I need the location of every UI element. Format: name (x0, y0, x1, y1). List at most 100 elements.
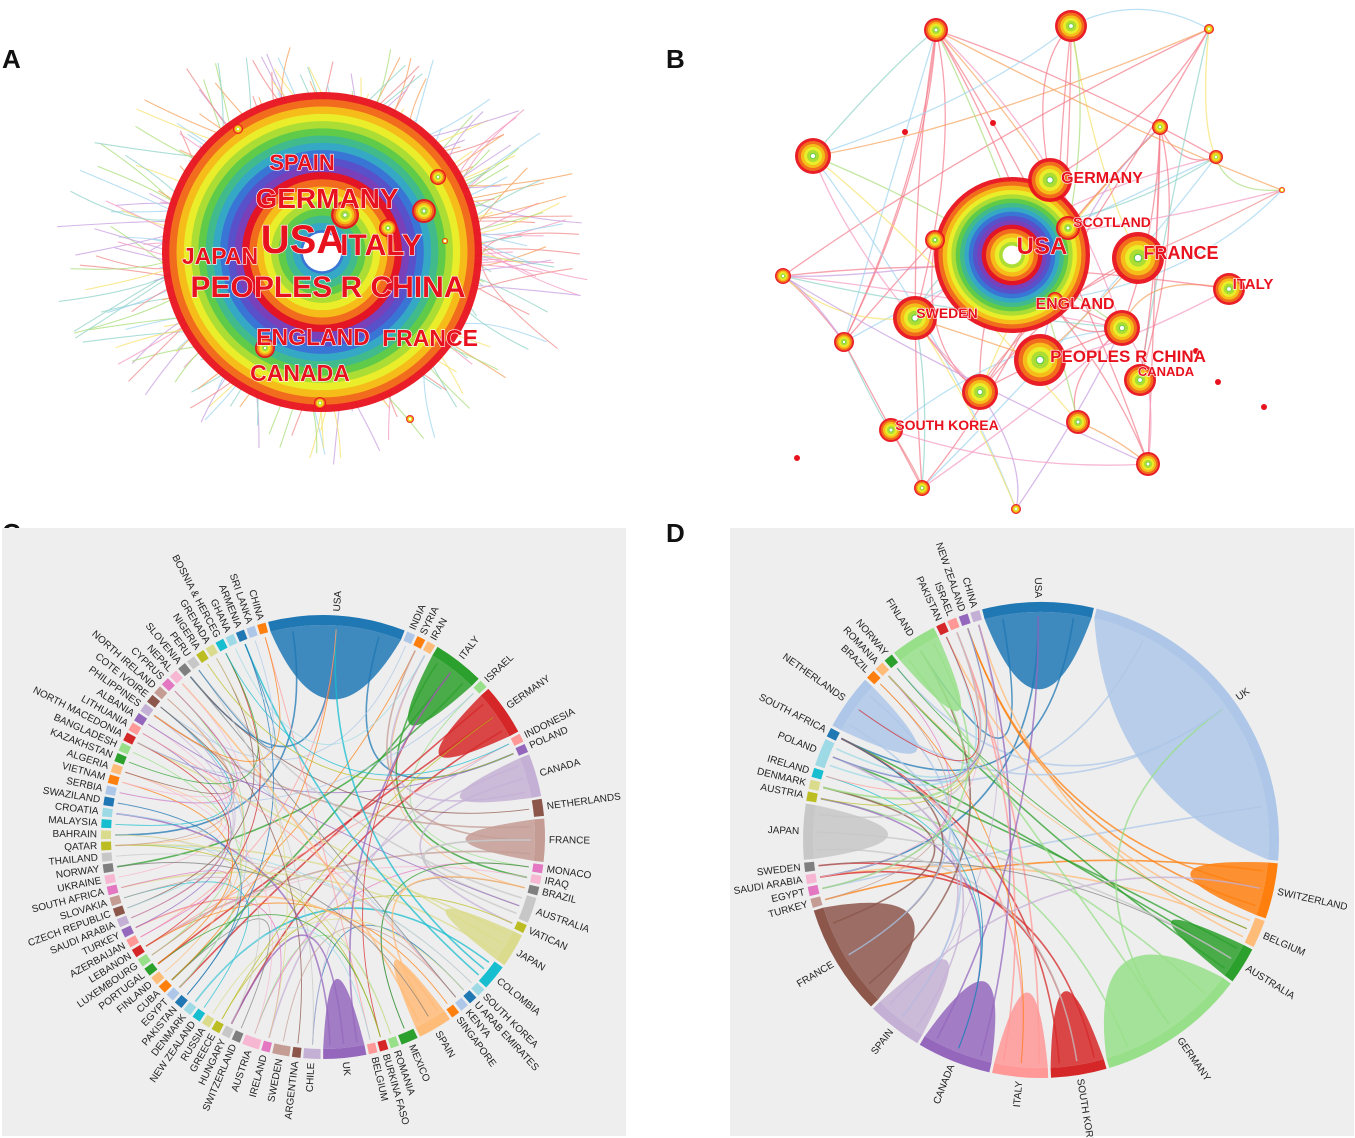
chord-group-arc (101, 819, 112, 829)
chord-group-arc (268, 615, 405, 640)
chord-group-arc (126, 935, 140, 948)
panel-b-node (1066, 410, 1090, 434)
chord-group-arc (151, 971, 165, 985)
chord-group-arc (958, 613, 971, 627)
panel-b-node (893, 296, 937, 340)
chord-group-arc (101, 852, 113, 862)
node-label-usa: USA (1017, 233, 1068, 260)
panel-a-node (379, 219, 397, 237)
panel-a-node (255, 338, 275, 358)
node-label-italy: ITALY (1233, 276, 1274, 293)
panel-b-node (1028, 158, 1072, 202)
chord-group-arc (104, 873, 116, 885)
chord-group-arc (161, 678, 175, 692)
chord-label-c: FRANCE (549, 835, 591, 847)
panel-b-node (914, 480, 930, 496)
panel-b-node (795, 138, 831, 174)
chord-group-arc (811, 767, 824, 780)
chord-group-arc (144, 962, 158, 976)
node-label-peoples-r-china: PEOPLES R CHINA (1050, 347, 1206, 366)
chord-group-arc (432, 646, 479, 686)
chord-group-arc (158, 979, 172, 993)
panel-a-node (442, 238, 448, 244)
chord-group-arc (291, 1046, 302, 1058)
panel-b-node (1104, 310, 1140, 346)
chord-label-c: BAHRAIN (53, 829, 98, 840)
panel-b-node (1011, 504, 1021, 514)
chord-group-arc (455, 997, 468, 1011)
panel-letter-b: B (666, 44, 685, 74)
chord-group-arc (101, 807, 113, 818)
chord-group-arc (192, 1008, 206, 1022)
chord-group-arc (807, 884, 820, 897)
chord-group-arc (471, 982, 485, 996)
chord-group-arc (403, 631, 416, 645)
node-label-spain: SPAIN (269, 150, 335, 175)
chord-group-arc (463, 990, 477, 1004)
chord-group-arc (215, 638, 228, 652)
panel-letter-d: D (666, 518, 685, 548)
chord-group-arc (810, 896, 823, 908)
node-label-germany: GERMANY (255, 183, 398, 214)
chord-group-arc (366, 1042, 378, 1055)
chord-group-arc (257, 622, 269, 635)
chord-group-arc (803, 803, 816, 860)
chord-group-arc (527, 884, 540, 896)
chord-label-d: ITALY (1012, 1080, 1025, 1108)
chord-group-arc (106, 884, 119, 896)
chord-group-arc (496, 930, 523, 966)
node-label-peoples-r-china: PEOPLES R CHINA (190, 271, 465, 304)
chord-group-arc (805, 873, 817, 885)
node-label-canada: CANADA (250, 360, 350, 386)
panel-b-node (1112, 232, 1164, 284)
chord-group-arc (178, 663, 192, 677)
chord-group-arc (118, 742, 132, 755)
chord-group-arc (140, 703, 154, 717)
panel-b-node (925, 230, 945, 250)
chord-group-arc (884, 654, 899, 669)
chord-label-d: USA (1032, 577, 1043, 598)
chord-group-arc (398, 1028, 418, 1045)
panel-a-node (412, 199, 436, 223)
chord-label-c: MALAYSIA (48, 815, 98, 829)
chord-group-arc (936, 622, 949, 636)
panel-a-node (406, 415, 414, 423)
chord-group-arc (473, 680, 487, 694)
panel-b-node (1055, 10, 1087, 42)
chord-group-arc (196, 649, 209, 664)
chord-group-arc (1244, 917, 1265, 947)
chord-group-arc (205, 644, 219, 658)
chord-group-arc (894, 627, 939, 661)
chord-group-arc (480, 688, 519, 737)
panel-a-node (430, 169, 446, 185)
chord-group-arc (107, 774, 120, 786)
panel-b-node (1213, 273, 1245, 305)
node-label-usa: USA (261, 218, 345, 262)
node-label-japan: JAPAN (182, 243, 258, 269)
chord-group-arc (446, 1004, 460, 1018)
chord-group-arc (387, 1036, 400, 1049)
panel-b-node (934, 177, 1090, 333)
chord-group-arc (242, 1034, 262, 1050)
chord-group-arc (116, 915, 130, 928)
chord-group-arc (478, 961, 503, 988)
panel-b-node (1209, 150, 1223, 164)
chord-group-arc (166, 987, 180, 1001)
chord-group-arc (114, 753, 127, 765)
chord-group-arc (134, 713, 148, 726)
chord-group-arc (131, 944, 145, 958)
panel-a-node (314, 397, 326, 409)
chord-group-arc (806, 791, 818, 803)
chord-label-c: IRAQ (544, 876, 570, 892)
chord-group-arc (377, 1039, 389, 1052)
chord-group-arc (109, 895, 122, 907)
node-label-germany: GERMANY (1061, 170, 1143, 187)
panel-b-node (1056, 216, 1080, 240)
chord-group-arc (101, 830, 112, 840)
chord-group-arc (518, 895, 537, 923)
chord-group-arc (235, 629, 248, 643)
chord-group-arc (103, 796, 115, 807)
node-label-scotland: SCOTLAND (1073, 214, 1151, 230)
